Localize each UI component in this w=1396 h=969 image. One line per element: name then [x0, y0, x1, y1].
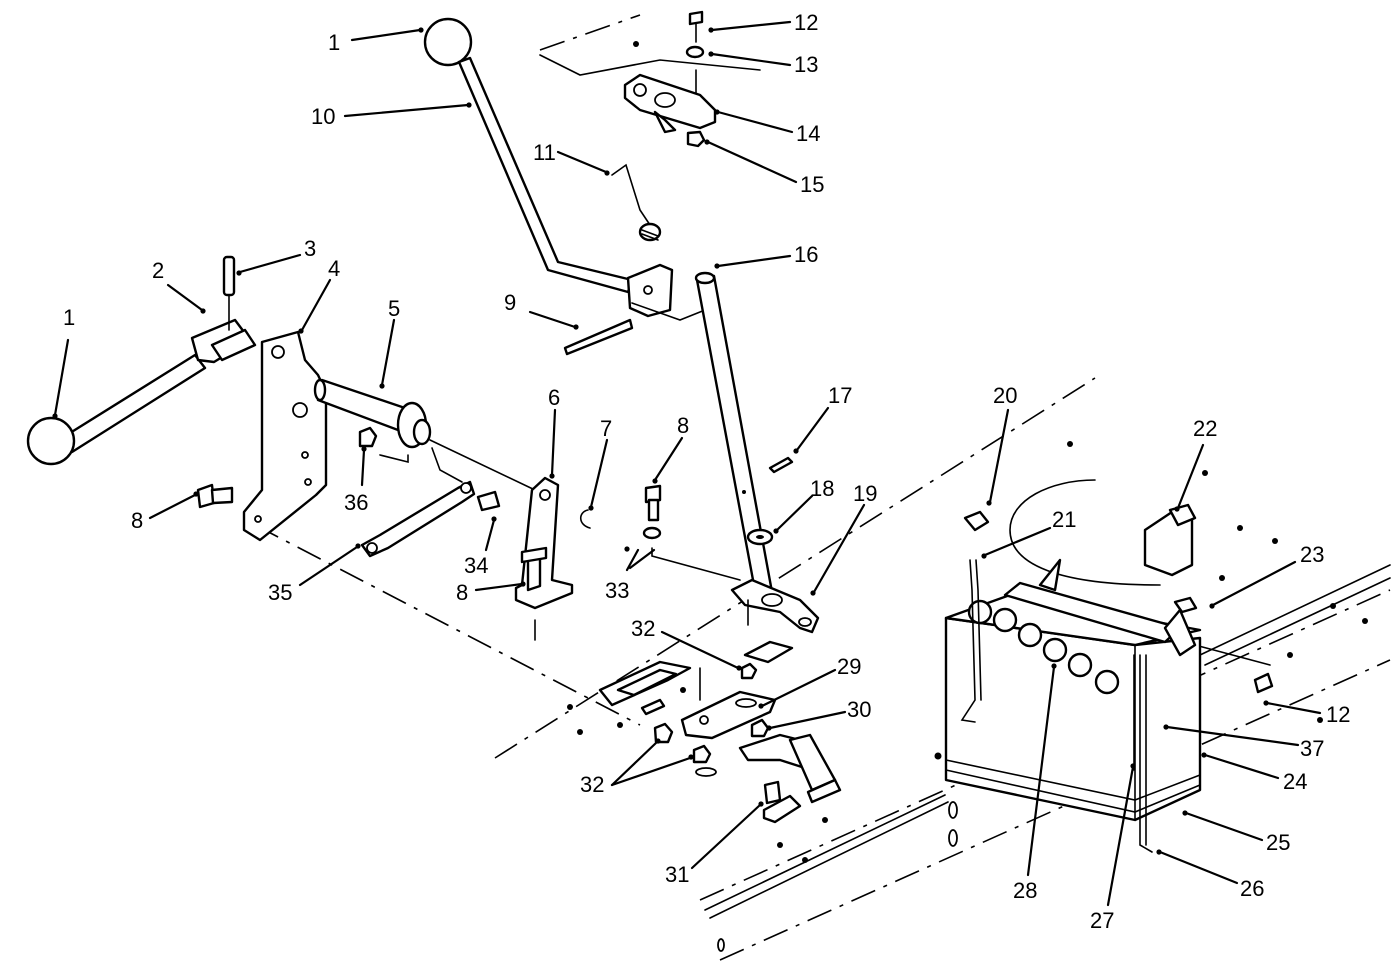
callout-22: 22 — [1193, 416, 1217, 441]
bolt-8-center — [642, 484, 741, 581]
callout-2: 2 — [152, 258, 164, 283]
lower-bracket-assembly — [598, 640, 842, 824]
callout-8-center: 8 — [677, 413, 689, 438]
upper-bracket — [623, 10, 717, 148]
callout-13: 13 — [794, 52, 818, 77]
callout-8-left: 8 — [131, 508, 143, 533]
callout-9: 9 — [504, 290, 516, 315]
callout-15: 15 — [800, 172, 824, 197]
side-plate — [242, 330, 328, 542]
callout-27: 27 — [1090, 908, 1114, 933]
callout-33: 33 — [605, 578, 629, 603]
spring — [611, 163, 662, 242]
callout-12-top: 12 — [794, 10, 818, 35]
callout-34: 34 — [464, 553, 488, 578]
callout-25: 25 — [1266, 830, 1290, 855]
left-shift-lever — [26, 255, 257, 466]
main-shift-lever — [423, 17, 706, 356]
callout-3: 3 — [304, 236, 316, 261]
callout-24: 24 — [1283, 769, 1307, 794]
callout-10: 10 — [311, 104, 335, 129]
callout-35: 35 — [268, 580, 292, 605]
rod-16 — [694, 271, 774, 598]
callout-26: 26 — [1240, 876, 1264, 901]
callout-1-left: 1 — [63, 305, 75, 330]
link-rod-hardware — [358, 426, 501, 558]
callout-23: 23 — [1300, 542, 1324, 567]
callout-36: 36 — [344, 490, 368, 515]
bolt-8-left — [196, 483, 234, 509]
callout-28: 28 — [1013, 878, 1037, 903]
callout-20: 20 — [993, 383, 1017, 408]
shaft — [313, 378, 536, 491]
leader-lines — [52, 20, 1322, 907]
pivot-bracket — [730, 456, 820, 634]
callout-4: 4 — [328, 256, 340, 281]
callout-30: 30 — [847, 697, 871, 722]
callout-12-right: 12 — [1326, 702, 1350, 727]
callout-31: 31 — [665, 862, 689, 887]
callout-19: 19 — [853, 481, 877, 506]
callout-16: 16 — [794, 242, 818, 267]
callout-5: 5 — [388, 296, 400, 321]
callout-29: 29 — [837, 654, 861, 679]
frame-outline — [254, 14, 1391, 961]
callout-7: 7 — [600, 416, 612, 441]
callout-18: 18 — [810, 476, 834, 501]
callout-1-top: 1 — [328, 30, 340, 55]
callout-37: 37 — [1300, 736, 1324, 761]
callout-labels: 1 1 2 3 4 5 6 7 8 8 8 9 10 11 12 12 13 1… — [63, 10, 1350, 933]
bell-crank — [514, 476, 591, 641]
battery-assembly — [944, 479, 1274, 853]
callout-8-lower: 8 — [456, 580, 468, 605]
callout-14: 14 — [796, 121, 820, 146]
callout-32-lower: 32 — [580, 772, 604, 797]
callout-32-upper: 32 — [631, 616, 655, 641]
callout-17: 17 — [828, 383, 852, 408]
callout-11: 11 — [533, 140, 556, 165]
callout-21: 21 — [1052, 507, 1076, 532]
callout-6: 6 — [548, 385, 560, 410]
